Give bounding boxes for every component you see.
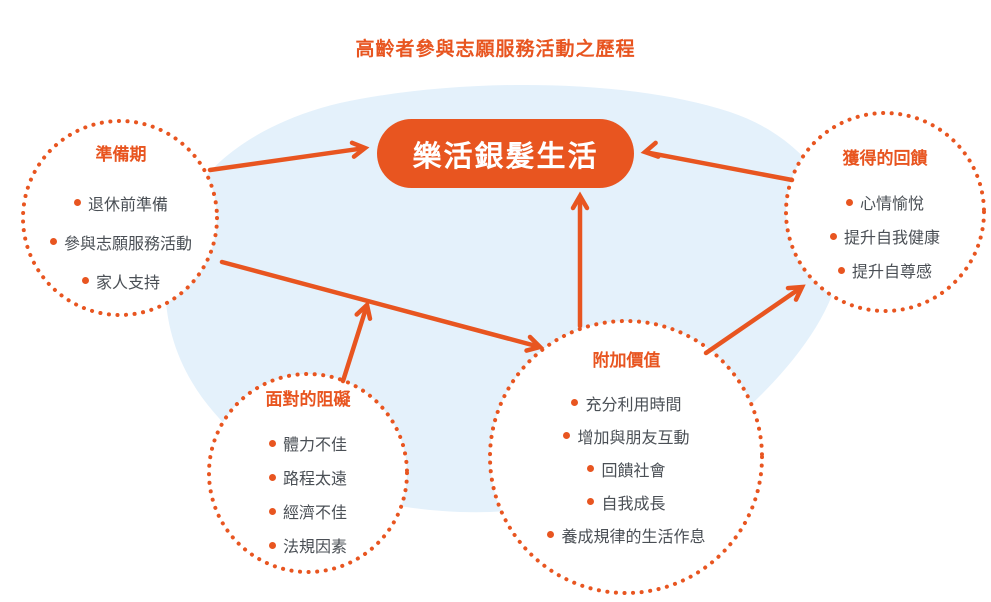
node-obstacles-list: 體力不佳 路程太遠 經濟不佳 法規因素 [205, 426, 411, 562]
bullet-icon [571, 399, 579, 406]
arrow-preparation-to-center [207, 140, 370, 173]
list-item: 退休前準備 [15, 183, 227, 222]
item-label: 充分利用時間 [585, 394, 682, 414]
item-label: 經濟不佳 [282, 503, 347, 522]
item-label: 養成規律的生活作息 [561, 526, 706, 546]
node-preparation-title: 準備期 [95, 145, 147, 165]
preparation-circle [21, 119, 219, 317]
item-label: 自我成長 [601, 493, 666, 513]
bullet-icon [268, 473, 276, 481]
bullet-icon [547, 531, 555, 538]
bullet-icon [268, 507, 276, 515]
bullet-icon [845, 198, 853, 206]
node-obstacles: 面對的阻礙 體力不佳 路程太遠 經濟不佳 法規因素 [205, 388, 411, 562]
node-feedback-list: 心情愉悅 提升自我健康 提升自尊感 [782, 185, 988, 287]
item-label: 回饋社會 [601, 460, 666, 480]
bullet-icon [587, 498, 595, 505]
node-added-value-title: 附加價值 [592, 351, 661, 371]
node-obstacles-title: 面對的阻礙 [265, 390, 351, 410]
item-label: 體力不佳 [282, 435, 347, 454]
arrow-obstacles-up [340, 300, 373, 384]
list-item: 增加與朋友互動 [494, 419, 759, 452]
bullet-icon [268, 541, 276, 549]
item-label: 心情愉悅 [859, 194, 924, 213]
list-item: 路程太遠 [205, 460, 411, 494]
feedback-circle [784, 111, 986, 313]
obstacles-circle [207, 372, 409, 574]
list-item: 法規因素 [205, 528, 411, 562]
diagram-title: 高齡者參與志願服務活動之歷程 [355, 38, 636, 60]
item-label: 參與志願服務活動 [63, 233, 192, 253]
list-item: 參與志願服務活動 [15, 222, 227, 261]
node-preparation-list: 退休前準備 參與志願服務活動 家人支持 [15, 183, 227, 300]
list-item: 回饋社會 [494, 452, 759, 485]
bullet-icon [49, 238, 57, 245]
list-item: 家人支持 [15, 261, 227, 300]
list-item: 充分利用時間 [494, 386, 759, 419]
center-node: 樂活銀髮生活 [377, 119, 634, 188]
bullet-icon [81, 277, 89, 284]
bullet-icon [73, 199, 81, 206]
bullet-icon [587, 465, 595, 472]
list-item: 經濟不佳 [205, 494, 411, 528]
arrow-feedback-to-center [640, 140, 795, 183]
bullet-icon [837, 266, 845, 274]
list-item: 體力不佳 [205, 426, 411, 460]
item-label: 提升自我健康 [843, 228, 940, 247]
item-label: 退休前準備 [87, 194, 168, 214]
node-added-value-list: 充分利用時間 增加與朋友互動 回饋社會 自我成長 養成規律的生活作息 [494, 386, 759, 551]
bullet-icon [829, 232, 837, 240]
item-label: 增加與朋友互動 [577, 427, 690, 447]
item-label: 路程太遠 [282, 469, 347, 488]
item-label: 法規因素 [282, 537, 347, 556]
arrow-added-value-to-feedback [703, 284, 806, 356]
bullet-icon [268, 439, 276, 447]
added-value-circle [488, 319, 764, 595]
node-feedback-title: 獲得的回饋 [842, 149, 928, 169]
list-item: 自我成長 [494, 485, 759, 518]
node-feedback: 獲得的回饋 心情愉悅 提升自我健康 提升自尊感 [782, 147, 988, 287]
center-node-label: 樂活銀髮生活 [412, 138, 599, 173]
list-item: 提升自我健康 [782, 219, 988, 253]
arrow-preparation-to-added-value [219, 259, 545, 353]
node-added-value: 附加價值 充分利用時間 增加與朋友互動 回饋社會 自我成長 養成規律的生活作息 [494, 349, 759, 551]
bullet-icon [563, 432, 571, 439]
arrow-added-value-to-center [570, 191, 590, 329]
node-preparation: 準備期 退休前準備 參與志願服務活動 家人支持 [15, 143, 227, 300]
item-label: 提升自尊感 [851, 262, 932, 281]
list-item: 提升自尊感 [782, 253, 988, 287]
item-label: 家人支持 [95, 272, 160, 292]
list-item: 心情愉悅 [782, 185, 988, 219]
list-item: 養成規律的生活作息 [494, 518, 759, 551]
